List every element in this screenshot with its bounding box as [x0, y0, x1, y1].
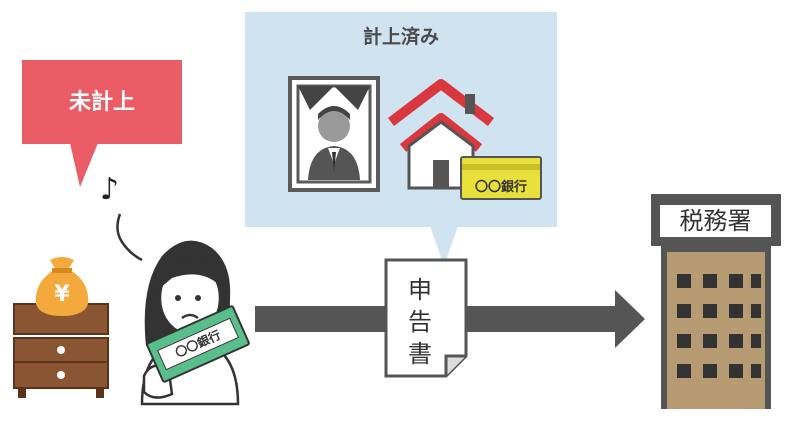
tax-return-char-1: 申 [408, 276, 432, 304]
bank-card: 〇〇銀行 [460, 156, 542, 200]
tax-return-char-2: 告 [408, 308, 432, 336]
unrecorded-callout-tail [70, 143, 98, 187]
yen-symbol: ¥ [54, 282, 70, 307]
thought-squiggle [116, 213, 143, 262]
money-bag-icon [35, 257, 89, 316]
chest-of-drawers-icon [13, 303, 109, 398]
arrow-head [615, 290, 645, 348]
tax-return-document-icon [384, 258, 468, 378]
tax-return-char-3: 書 [408, 340, 432, 368]
unrecorded-label: 未計上 [68, 90, 135, 115]
tax-office-sign: 税務署 [658, 203, 773, 239]
unrecorded-callout [22, 60, 182, 144]
bank-card-label: 〇〇銀行 [474, 180, 527, 195]
recorded-label: 計上済み [362, 26, 439, 48]
music-note-icon: ♪ [100, 172, 120, 207]
house-icon [387, 79, 495, 190]
memorial-portrait-icon [288, 76, 380, 192]
